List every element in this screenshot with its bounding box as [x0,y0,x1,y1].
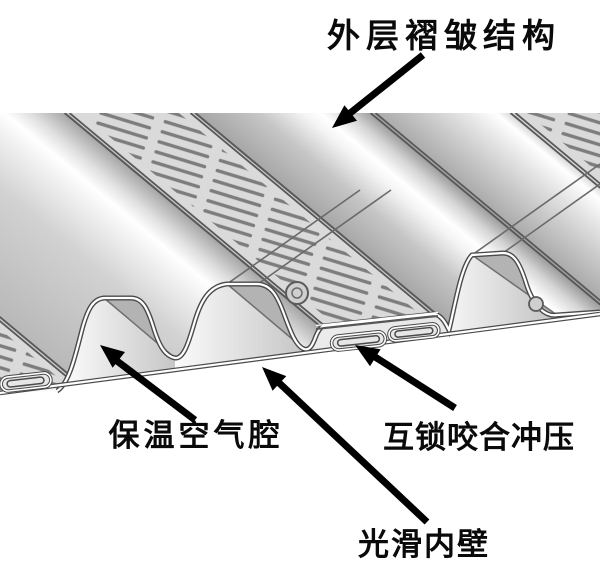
arrow-outer-pleated-structure [332,52,426,128]
arrow-smooth-inner-wall [262,367,430,525]
seam-ledge-line [315,311,439,330]
callout-arrows [100,52,457,525]
cross-section-profile-line [55,250,600,394]
crest-edge-lines [226,163,600,285]
label-outer-pleated-structure: 外层褶皱结构 [327,17,561,54]
label-insulation-air-cavity: 保温空气腔 [109,418,284,453]
arrow-insulation-air-cavity [100,345,198,423]
crest-curl-detail [285,281,544,312]
smooth-inner-wall-line [0,311,600,396]
arrow-interlock-stamping [355,345,457,411]
label-interlock-stamping: 互锁咬合冲压 [383,420,575,455]
ridge-band-right [373,113,600,390]
label-smooth-inner-wall: 光滑内壁 [358,527,490,562]
air-cavity-arch-3 [449,253,557,334]
interlock-seam [329,322,441,352]
rolled-edge-seam-left [0,371,53,393]
